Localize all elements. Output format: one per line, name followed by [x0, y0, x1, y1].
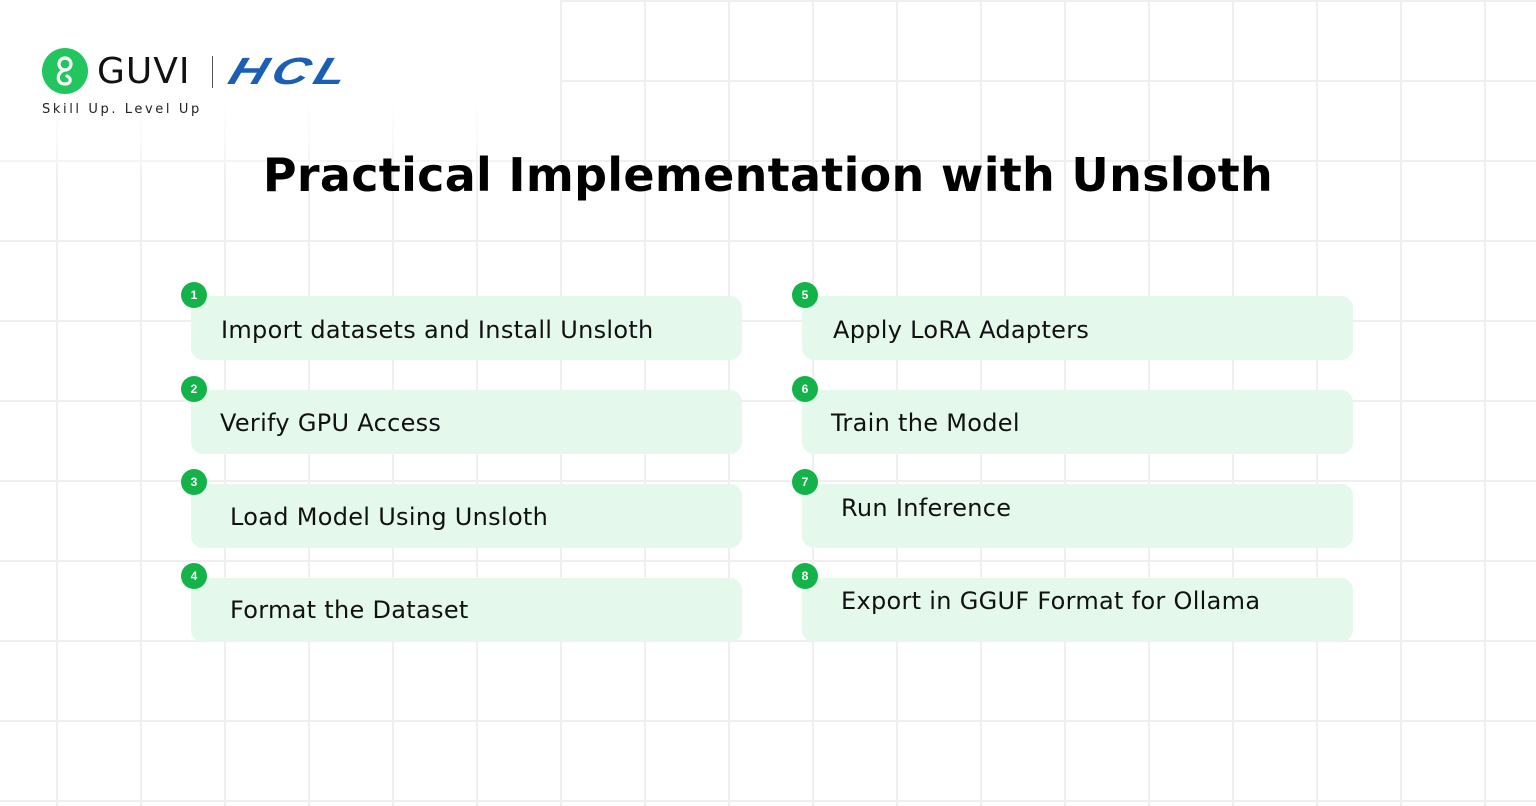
- guvi-wordmark: GUVI: [97, 51, 191, 92]
- step-label: Apply LoRA Adapters: [833, 316, 1090, 344]
- logo-divider: [212, 56, 213, 88]
- step-label: Export in GGUF Format for Ollama: [841, 587, 1261, 615]
- step-label: Import datasets and Install Unsloth: [221, 316, 654, 344]
- step-label: Verify GPU Access: [220, 409, 442, 437]
- step-number-badge: 2: [181, 376, 207, 402]
- page-title: Practical Implementation with Unsloth: [262, 148, 1274, 202]
- tagline: Skill Up. Level Up: [42, 102, 202, 117]
- guvi-logo-icon: [42, 48, 88, 94]
- step-card-3: Load Model Using Unsloth: [191, 484, 742, 548]
- step-card-1: Import datasets and Install Unsloth: [191, 296, 742, 360]
- step-number-badge: 8: [792, 563, 818, 589]
- step-card-4: Format the Dataset: [191, 578, 742, 642]
- step-label: Load Model Using Unsloth: [230, 503, 549, 531]
- step-number-badge: 4: [181, 563, 207, 589]
- step-card-7: Run Inference: [802, 484, 1353, 548]
- step-number-badge: 5: [792, 282, 818, 308]
- step-card-2: Verify GPU Access: [191, 390, 742, 454]
- step-label: Train the Model: [831, 409, 1020, 437]
- step-card-8: Export in GGUF Format for Ollama: [802, 578, 1353, 642]
- step-card-5: Apply LoRA Adapters: [802, 296, 1353, 360]
- step-number-badge: 6: [792, 376, 818, 402]
- step-number-badge: 1: [181, 282, 207, 308]
- step-label: Run Inference: [841, 494, 1012, 522]
- step-number-badge: 3: [181, 469, 207, 495]
- step-card-6: Train the Model: [802, 390, 1353, 454]
- step-number-badge: 7: [792, 469, 818, 495]
- step-label: Format the Dataset: [230, 596, 469, 624]
- hcl-wordmark: HCL: [223, 51, 359, 93]
